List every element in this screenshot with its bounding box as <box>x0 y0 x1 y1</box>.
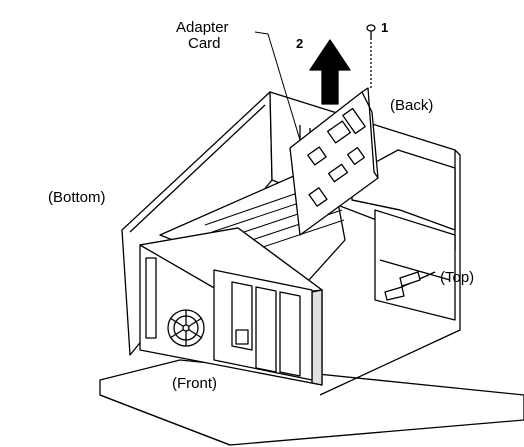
card-chip-3 <box>342 107 366 135</box>
callout-2: 2 <box>296 36 304 51</box>
back-label: (Back) <box>390 97 434 114</box>
adapter-card-bracket <box>361 87 379 179</box>
card-chip-6 <box>308 187 328 207</box>
front-bezel-side <box>311 289 323 386</box>
callout-1: 1 <box>381 20 389 35</box>
connector-1 <box>399 271 421 287</box>
card-chip-2 <box>326 120 352 144</box>
screw-icon <box>366 24 376 40</box>
table-edge <box>99 394 231 446</box>
top-label: (Top) <box>440 269 475 286</box>
power-supply-edge <box>351 199 401 211</box>
chassis-top-edge <box>319 149 461 396</box>
front-label: (Front) <box>172 375 217 392</box>
card-chip-1 <box>307 146 327 166</box>
diskette-slot <box>145 257 157 339</box>
card-chip-5 <box>346 146 366 166</box>
adapter-card-leader <box>254 31 301 141</box>
bay-latch <box>235 329 249 345</box>
adapter-card-label-line2: Card <box>188 35 221 52</box>
connector-2 <box>384 286 405 301</box>
drive-bay-3 <box>279 291 301 377</box>
arrow-up-icon <box>309 39 351 105</box>
top-panel-rail <box>379 259 451 281</box>
chassis-bottom-wall-edge <box>129 104 266 233</box>
bottom-label: (Bottom) <box>48 189 106 206</box>
fan-icon <box>167 309 205 347</box>
adapter-card-label-line1: Adapter <box>176 19 229 36</box>
drive-bay-2 <box>255 286 277 373</box>
card-chip-4 <box>327 163 349 183</box>
